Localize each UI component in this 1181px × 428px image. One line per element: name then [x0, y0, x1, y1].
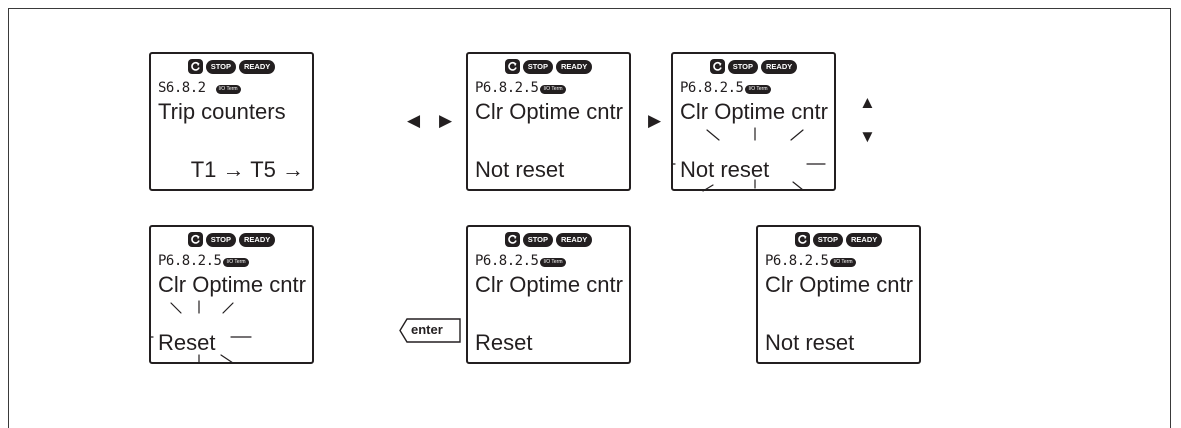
right-arrow-key-icon: ▶	[648, 111, 662, 130]
param-value: Not reset	[475, 157, 565, 182]
param-code-text: P6.8.2.5	[475, 80, 539, 96]
stop-indicator: STOP	[812, 232, 844, 247]
ready-indicator: READY	[556, 232, 593, 247]
io-term-badge: I/O Term	[830, 258, 856, 267]
param-value-blinking: Not reset	[680, 157, 770, 182]
menu-value: T1 → T5 →	[190, 157, 304, 182]
blink-burst-icon	[673, 127, 826, 192]
menu-title: Trip counters	[158, 99, 286, 124]
param-value: Reset	[475, 330, 533, 355]
rotate-arrow-icon	[504, 59, 520, 74]
ready-indicator: READY	[239, 59, 276, 74]
ready-indicator: READY	[239, 232, 276, 247]
param-code-text: P6.8.2.5	[475, 253, 539, 269]
param-title: Clr Optime cntr	[158, 272, 306, 297]
io-term-badge: I/O Term	[540, 85, 566, 94]
io-term-badge: I/O Term	[745, 85, 771, 94]
rotate-arrow-icon	[504, 232, 520, 247]
status-indicators: STOP READY	[151, 59, 312, 74]
down-arrow-key-icon: ▼	[859, 127, 876, 146]
rotate-arrow-icon	[709, 59, 725, 74]
up-arrow-key-icon: ▲	[859, 93, 876, 112]
stop-indicator: STOP	[522, 232, 554, 247]
stop-indicator: STOP	[205, 59, 237, 74]
status-indicators: STOP READY	[673, 59, 834, 74]
param-value-blinking: Reset	[158, 330, 216, 355]
rotate-arrow-icon	[794, 232, 810, 247]
param-title: Clr Optime cntr	[475, 272, 623, 297]
param-code-text: P6.8.2.5	[765, 253, 829, 269]
ready-indicator: READY	[846, 232, 883, 247]
right-arrow-key-icon: ▶	[439, 111, 453, 130]
figure-frame	[8, 8, 1171, 428]
param-value: Not reset	[765, 330, 855, 355]
param-title: Clr Optime cntr	[680, 99, 828, 124]
menu-code-text: S6.8.2	[158, 80, 206, 96]
status-indicators: STOP READY	[758, 232, 919, 247]
rotate-arrow-icon	[187, 232, 203, 247]
io-term-badge: I/O Term	[215, 85, 241, 94]
param-code-text: P6.8.2.5	[158, 253, 222, 269]
rotate-arrow-icon	[187, 59, 203, 74]
enter-key-button: enter	[399, 318, 461, 343]
io-term-badge: I/O Term	[223, 258, 249, 267]
param-title: Clr Optime cntr	[765, 272, 913, 297]
lcd-screen-trip-counters: STOP READY S6.8.2 I/O Term Trip counters…	[149, 52, 314, 191]
enter-key-label: enter	[411, 322, 443, 337]
menu-code: S6.8.2 I/O Term	[158, 80, 241, 96]
ready-indicator: READY	[556, 59, 593, 74]
param-title: Clr Optime cntr	[475, 99, 623, 124]
status-indicators: STOP READY	[468, 59, 629, 74]
status-indicators: STOP READY	[468, 232, 629, 247]
status-indicators: STOP READY	[151, 232, 312, 247]
blink-burst-icon	[151, 300, 252, 364]
ready-indicator: READY	[761, 59, 798, 74]
stop-indicator: STOP	[205, 232, 237, 247]
stop-indicator: STOP	[727, 59, 759, 74]
stop-indicator: STOP	[522, 59, 554, 74]
left-arrow-key-icon: ◀	[407, 111, 421, 130]
param-code-text: P6.8.2.5	[680, 80, 744, 96]
io-term-badge: I/O Term	[540, 258, 566, 267]
